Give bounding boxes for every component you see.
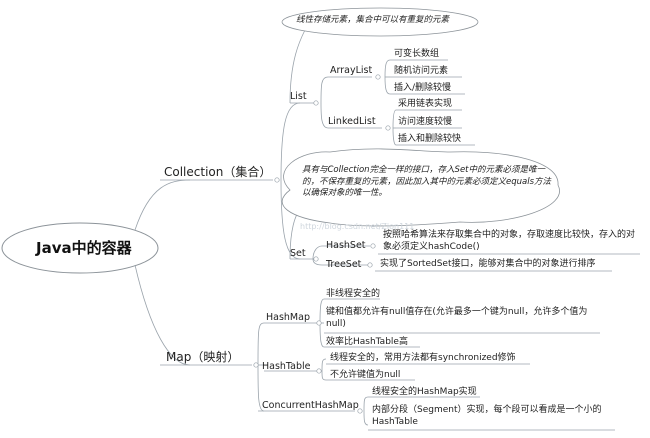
collapse-dot-hashset: [370, 243, 376, 249]
topic-treeset[interactable]: TreeSet: [326, 259, 362, 270]
topic-collection[interactable]: Collection（集合）: [164, 165, 272, 179]
collapse-dot-linkedlist: [385, 125, 391, 131]
collapse-dot-treeset: [367, 262, 373, 268]
collapse-dot-collection: [274, 177, 280, 183]
collapse-dot-set: [313, 256, 319, 262]
hashset-desc: 按照哈希算法来存取集合中的对象，存取速度比较快，存入的对象必须定义hashCod…: [383, 230, 636, 252]
hashmap-item: 效率比HashTable高: [326, 337, 408, 347]
treeset-desc: 实现了SortedSet接口，能够对集合中的对象进行排序: [380, 259, 596, 269]
set-note: 具有与Collection完全一样的接口，存入Set中的元素必须是唯一的，不保存…: [302, 165, 552, 198]
topic-set[interactable]: Set: [290, 248, 306, 259]
arraylist-item: 随机访问元素: [394, 66, 449, 76]
arraylist-item: 插入/删除较慢: [394, 83, 452, 93]
topic-map[interactable]: Map（映射）: [166, 350, 240, 364]
concurrenthashmap-item: 线程安全的HashMap实现: [372, 387, 477, 397]
topic-hashtable[interactable]: HashTable: [262, 361, 311, 372]
watermark: http://blog.csdn.net/Zion111: [300, 222, 415, 231]
root-topic: Java中的容器: [36, 239, 132, 257]
collapse-dot-hashmap: [316, 320, 322, 326]
hashmap-item: 键和值都允许有null值存在(允许最多一个键为null，允许多个值为null): [326, 307, 588, 329]
topic-concurrenthashmap[interactable]: ConcurrentHashMap: [262, 400, 359, 411]
linkedlist-item: 采用链表实现: [398, 99, 453, 109]
linkedlist-item: 访问速度较慢: [398, 117, 453, 127]
topic-arraylist[interactable]: ArrayList: [330, 65, 373, 76]
hashtable-item: 不允许键值为null: [330, 370, 401, 380]
collapse-dot-map: [253, 362, 259, 368]
list-note: 线性存储元素，集合中可以有重复的元素: [296, 15, 450, 25]
hashmap-item: 非线程安全的: [326, 289, 381, 299]
topic-linkedlist[interactable]: LinkedList: [328, 116, 376, 127]
arraylist-item: 可变长数组: [394, 49, 440, 59]
topic-hashset[interactable]: HashSet: [326, 240, 366, 251]
root-ellipse: [1, 222, 159, 274]
concurrenthashmap-item: 内部分段（Segment）实现，每个段可以看成是一个小的HashTable: [372, 405, 602, 427]
collapse-dot-hashtable: [316, 368, 322, 374]
topic-list[interactable]: List: [290, 91, 307, 102]
linkedlist-item: 插入和删除较快: [398, 134, 462, 144]
topic-hashmap[interactable]: HashMap: [266, 312, 310, 323]
collapse-dot-arraylist: [375, 74, 381, 80]
hashtable-item: 线程安全的，常用方法都有synchronized修饰: [330, 353, 516, 363]
collapse-dot-list: [313, 100, 319, 106]
collapse-dot-concurrenthashmap: [357, 408, 363, 414]
